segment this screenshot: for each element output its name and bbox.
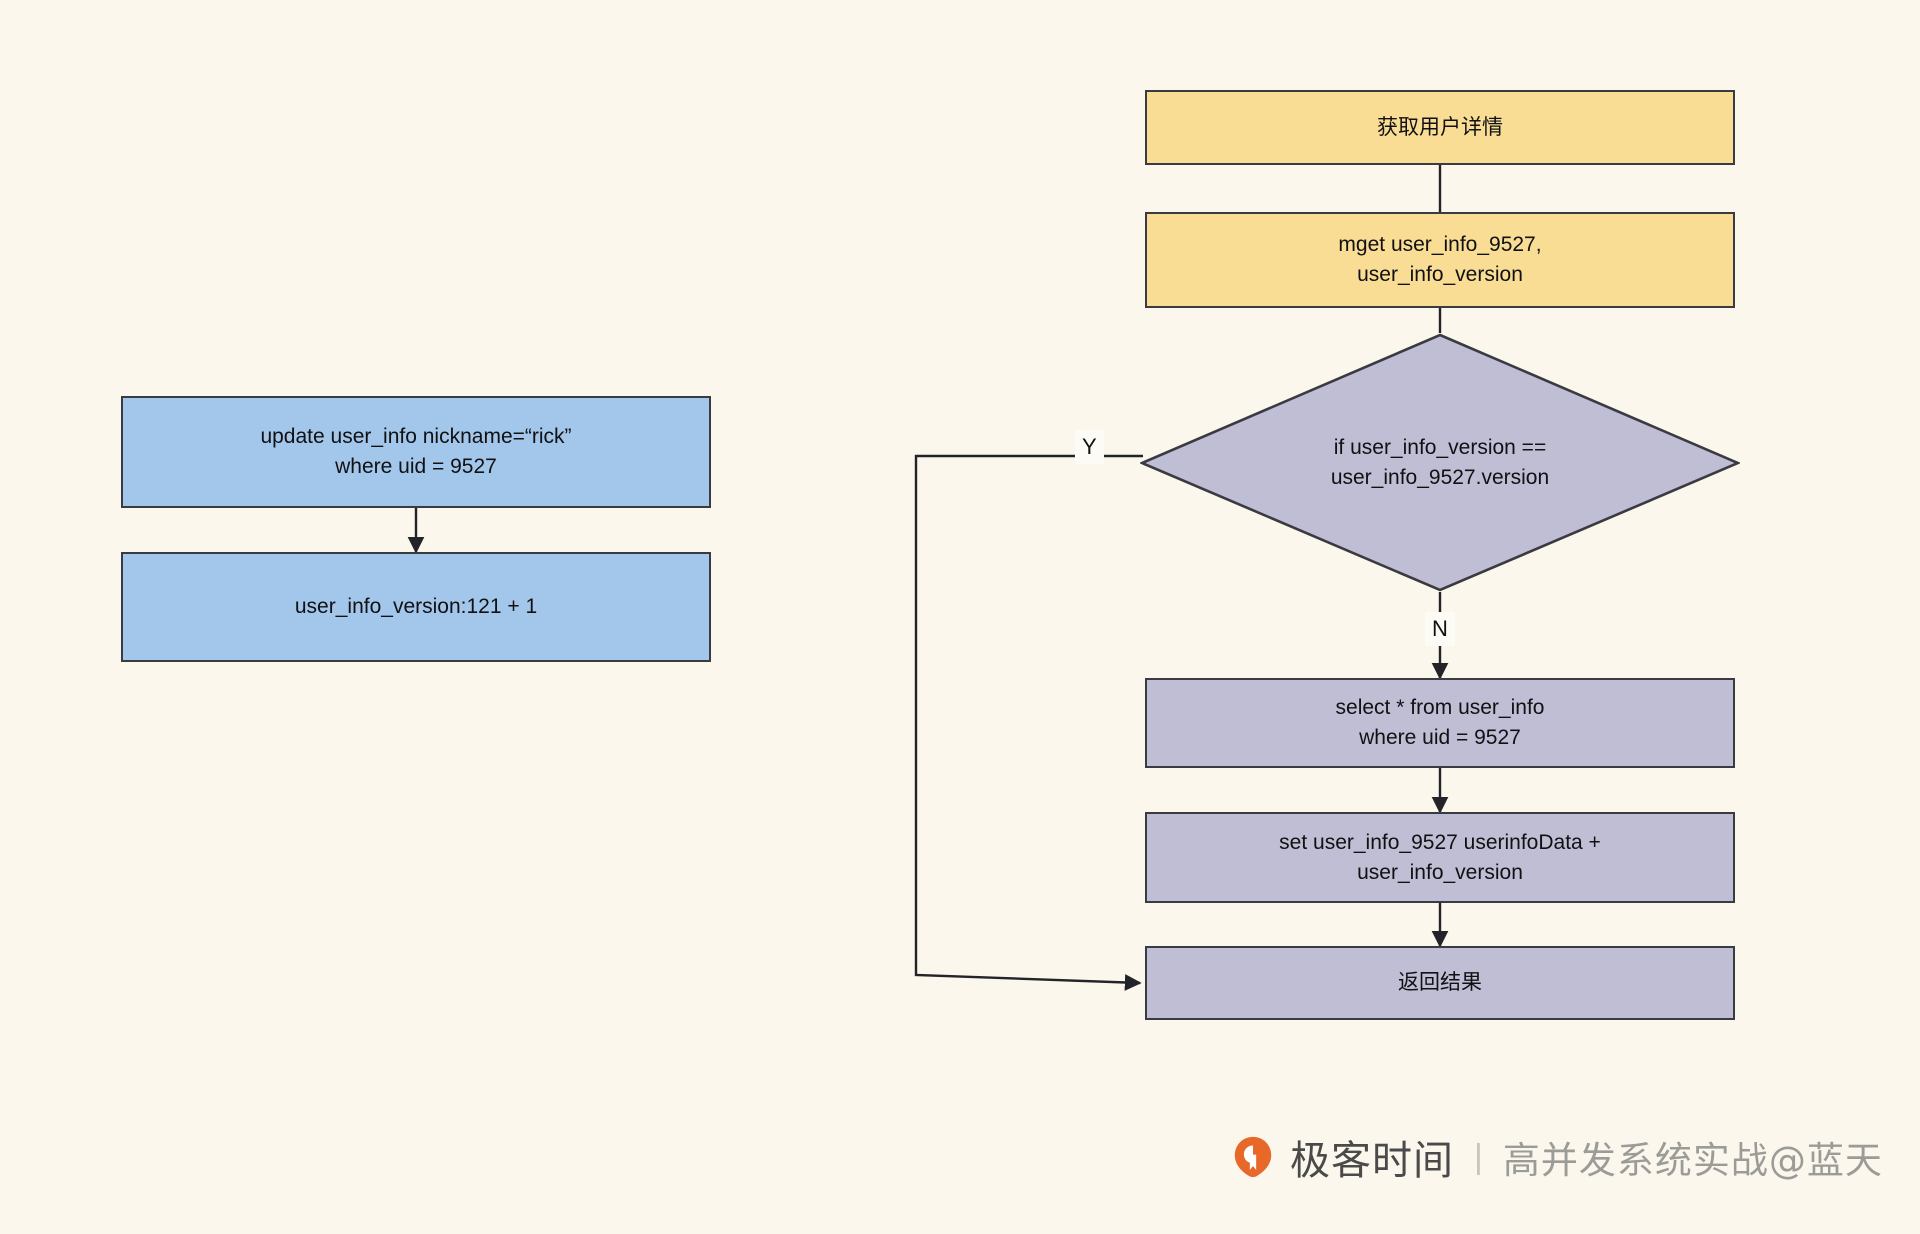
diamond-shape	[1138, 333, 1742, 592]
edge-label-yes: Y	[1075, 430, 1104, 464]
edge-label-no: N	[1425, 612, 1455, 646]
node-set-cache[interactable]: set user_info_9527 userinfoData + user_i…	[1145, 812, 1735, 903]
node-update-user-info[interactable]: update user_info nickname=“rick” where u…	[121, 396, 711, 508]
node-mget-keys[interactable]: mget user_info_9527, user_info_version	[1145, 212, 1735, 308]
node-user-info-version-increment[interactable]: user_info_version:121 + 1	[121, 552, 711, 662]
watermark-brand: 极客时间	[1290, 1138, 1454, 1184]
edge-check-yes-to-return	[914, 454, 1143, 991]
watermark-subtitle: 高并发系统实战@蓝天	[1502, 1139, 1883, 1182]
watermark-separator: |	[1474, 1137, 1483, 1176]
node-version-check[interactable]: if user_info_version == user_info_9527.v…	[1138, 333, 1742, 592]
node-select-user-info[interactable]: select * from user_info where uid = 9527	[1145, 678, 1735, 768]
node-return-result[interactable]: 返回结果	[1145, 946, 1735, 1020]
node-get-user-detail[interactable]: 获取用户详情	[1145, 90, 1735, 165]
watermark: 极客时间 | 高并发系统实战@蓝天	[1230, 1128, 1883, 1186]
geekbang-logo-icon	[1234, 1136, 1272, 1178]
